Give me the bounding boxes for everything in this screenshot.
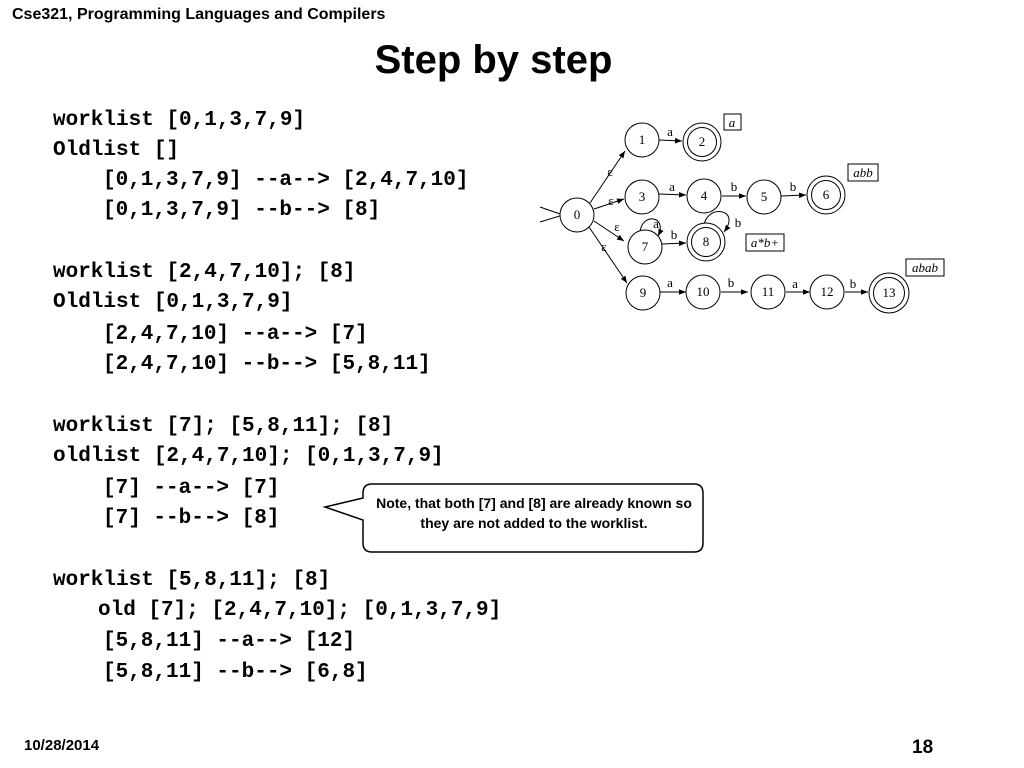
state-3 — [624, 179, 660, 215]
trace-line: worklist [0,1,3,7,9] — [53, 109, 306, 132]
course-header: Cse321, Programming Languages and Compil… — [12, 6, 386, 23]
trace-line: [5,8,11] --b--> [6,8] — [103, 661, 368, 684]
trace-line: [7] --a--> [7] — [103, 477, 280, 500]
state-label: 11 — [762, 284, 775, 299]
trace-line: oldlist [2,4,7,10]; [0,1,3,7,9] — [53, 445, 444, 468]
regex-label: a*b+ — [751, 235, 779, 250]
state-label: 10 — [697, 284, 710, 299]
state-5 — [746, 179, 782, 215]
edge-label: a — [667, 275, 673, 290]
state-11 — [750, 274, 786, 310]
state-label: 1 — [639, 132, 646, 147]
edge-label: ε — [608, 193, 614, 208]
trace-line: [5,8,11] --a--> [12] — [103, 630, 356, 653]
trace-line: [2,4,7,10] --a--> [7] — [103, 323, 368, 346]
edge-label: b — [850, 276, 857, 291]
regex-label: abab — [912, 260, 939, 275]
edge-label: b — [671, 227, 678, 242]
trace-line: worklist [5,8,11]; [8] — [53, 569, 331, 592]
footer-date: 10/28/2014 — [24, 737, 100, 754]
edge-label: b — [728, 275, 735, 290]
state-label: 3 — [639, 189, 646, 204]
state-label: 8 — [703, 234, 710, 249]
state-label: 6 — [823, 187, 830, 202]
trace-line: worklist [2,4,7,10]; [8] — [53, 261, 356, 284]
regex-label: a — [729, 115, 736, 130]
state-label: 0 — [574, 207, 581, 222]
trace-line: [2,4,7,10] --b--> [5,8,11] — [103, 353, 431, 376]
state-label: 2 — [699, 134, 706, 149]
state-label: 12 — [821, 284, 834, 299]
trace-line: [0,1,3,7,9] --a--> [2,4,7,10] — [103, 169, 469, 192]
state-4 — [686, 178, 722, 214]
regex-label: abb — [853, 165, 873, 180]
edge-label: a — [667, 124, 673, 139]
slide-title: Step by step — [374, 38, 613, 82]
trace-line: worklist [7]; [5,8,11]; [8] — [53, 415, 394, 438]
state-0 — [559, 197, 595, 233]
state-label: 7 — [642, 239, 649, 254]
state-7 — [627, 229, 663, 265]
callout-text: Note, that both [7] and [8] are already … — [376, 495, 692, 531]
state-label: 9 — [640, 285, 647, 300]
state-12 — [809, 274, 845, 310]
trace-line: [7] --b--> [8] — [103, 507, 280, 530]
edge-label: b — [735, 215, 742, 230]
edge-label: b — [790, 179, 797, 194]
state-9 — [625, 275, 661, 311]
state-10 — [685, 274, 721, 310]
edge-label: a — [669, 179, 675, 194]
trace-line: Oldlist [] — [53, 139, 180, 162]
trace-line: old [7]; [2,4,7,10]; [0,1,3,7,9] — [98, 599, 502, 622]
state-label: 13 — [883, 285, 896, 300]
trace-line: [0,1,3,7,9] --b--> [8] — [103, 199, 381, 222]
trace-line: Oldlist [0,1,3,7,9] — [53, 291, 293, 314]
edge-label: ε — [601, 239, 607, 254]
page-number: 18 — [912, 737, 934, 758]
edge-label: ε — [614, 219, 620, 234]
state-1 — [624, 122, 660, 158]
edge-label: b — [731, 179, 738, 194]
edge-label: ε — [607, 164, 613, 179]
edge-label: a — [792, 276, 798, 291]
state-label: 5 — [761, 189, 768, 204]
edge-label: a — [653, 216, 659, 231]
state-label: 4 — [701, 188, 708, 203]
